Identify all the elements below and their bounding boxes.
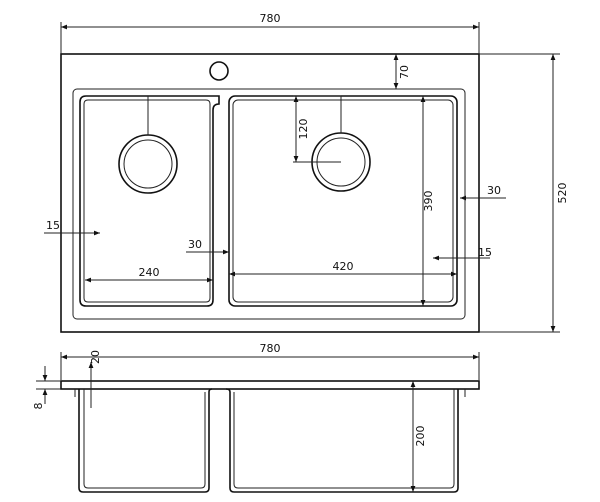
dim-divider-width: 30 — [188, 238, 202, 251]
dim-top-width: 780 — [260, 12, 281, 25]
sink-outline — [60, 53, 480, 333]
dim-left-inner-margin: 15 — [46, 219, 60, 232]
right-bowl-section-inner — [233, 389, 455, 489]
top-view: 780 520 70 120 390 30 15 30 240 — [44, 12, 569, 333]
dim-lip-thickness: 8 — [32, 403, 45, 410]
right-bowl-outline — [228, 95, 458, 307]
dim-tap-offset: 70 — [398, 65, 411, 79]
dim-bowl-depth: 390 — [422, 191, 435, 212]
right-bowl-section — [225, 388, 459, 493]
dim-left-bowl-width: 240 — [139, 266, 160, 279]
dim-section-depth: 200 — [414, 426, 427, 447]
tap-hole — [209, 61, 229, 81]
dim-right-bowl-width: 420 — [333, 260, 354, 273]
left-bowl-section — [78, 388, 213, 493]
dim-flange-thickness: 20 — [89, 350, 102, 364]
left-bowl-outline — [79, 95, 220, 307]
dim-drain-offset: 120 — [297, 119, 310, 140]
dim-side-margin: 30 — [487, 184, 501, 197]
left-bowl-inner — [83, 99, 211, 303]
left-drain-outer — [118, 134, 178, 194]
sink-inner-rim — [72, 88, 466, 320]
dim-right-height: 520 — [556, 183, 569, 204]
dim-right-inner-margin: 15 — [478, 246, 492, 259]
left-drain-inner — [123, 139, 173, 189]
right-bowl-inner — [232, 99, 454, 303]
dim-section-width: 780 — [260, 342, 281, 355]
section-view: 780 20 8 200 — [32, 342, 480, 493]
left-bowl-section-inner — [83, 389, 206, 489]
sink-top-flange — [60, 380, 480, 390]
